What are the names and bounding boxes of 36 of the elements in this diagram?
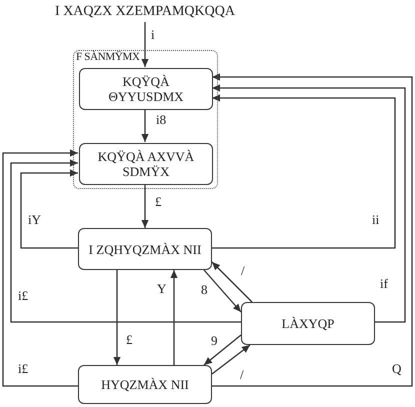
edge-label: 8 <box>201 283 208 296</box>
arrow <box>10 159 241 323</box>
edge-label: if <box>380 277 388 290</box>
arrow <box>113 270 121 365</box>
arrow <box>212 344 250 375</box>
arrow <box>2 149 78 387</box>
arrow <box>141 109 149 142</box>
process-box: I ZQHYQZMÀX NII <box>78 228 212 270</box>
process-box: HYQZMÀX NII <box>78 365 212 404</box>
process-box: KQŸQÀ AXVVÀ SDMŸX <box>79 143 213 185</box>
edge-label: Q <box>392 362 402 375</box>
group-label: F SÀNMŸMX <box>76 52 140 63</box>
arrow <box>141 22 149 67</box>
edge-label: Y <box>157 282 166 295</box>
arrow <box>141 184 149 228</box>
arrow <box>170 270 178 365</box>
arrow <box>212 262 252 302</box>
edge-label: £ <box>155 195 162 208</box>
edge-label: £ <box>126 333 132 346</box>
edge-label: iY <box>28 213 41 226</box>
edge-label: i£ <box>18 362 28 375</box>
arrow <box>20 169 78 249</box>
arrow <box>204 334 242 366</box>
process-box: LÀXYQP <box>241 302 375 345</box>
arrow <box>212 73 413 387</box>
edge-label: / <box>240 368 244 381</box>
edge-label: i£ <box>18 289 28 302</box>
edge-label: i <box>151 28 155 41</box>
arrow <box>212 84 406 323</box>
edge-label: 9 <box>211 334 218 347</box>
edge-label: / <box>241 264 245 277</box>
input-label: I XAQZX XZEMPAMQKQQA <box>40 2 250 22</box>
arrow <box>204 270 242 312</box>
edge-label: i8 <box>156 113 166 126</box>
dotted-group-frame <box>73 50 218 189</box>
process-box: KQŸQÀ ΘYYUSDMX <box>79 68 213 110</box>
